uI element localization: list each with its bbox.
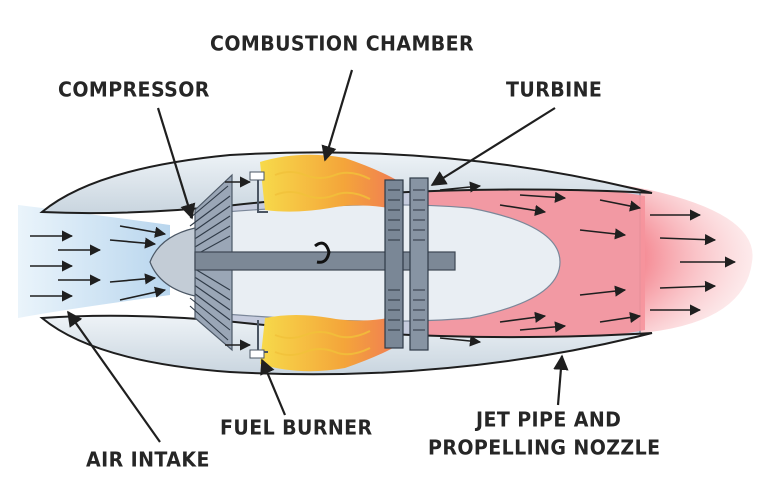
leader-combustion bbox=[321, 69, 354, 162]
leader-compressor bbox=[156, 107, 196, 220]
turbine-blade-lines bbox=[388, 189, 425, 331]
leader-air-intake bbox=[67, 310, 161, 443]
flame-texture bbox=[274, 171, 371, 356]
label-air-intake: AIR INTAKE bbox=[86, 448, 210, 472]
leader-turbine bbox=[430, 107, 556, 186]
intake-air-flow bbox=[18, 205, 170, 318]
fuel-burner-mount-lower bbox=[249, 349, 265, 359]
leader-jet-pipe bbox=[553, 354, 569, 406]
rotation-arrow bbox=[314, 241, 331, 264]
internal-arrows bbox=[225, 176, 547, 351]
label-compressor: COMPRESSOR bbox=[58, 78, 210, 102]
turbine-disc-2 bbox=[409, 177, 429, 351]
leader-lines bbox=[67, 69, 569, 443]
label-fuel-burner: FUEL BURNER bbox=[220, 416, 373, 440]
label-jet-pipe-line1: JET PIPE AND bbox=[476, 408, 622, 432]
fuel-burner-mount-upper bbox=[249, 171, 265, 181]
label-combustion-chamber: COMBUSTION CHAMBER bbox=[210, 32, 475, 56]
combustion-chamber-lower bbox=[260, 315, 400, 372]
intake-arrows bbox=[30, 225, 167, 302]
turbine-disc-1 bbox=[384, 179, 404, 349]
label-jet-pipe-line2: PROPELLING NOZZLE bbox=[428, 436, 661, 460]
exhaust-arrows bbox=[519, 191, 737, 333]
label-turbine: TURBINE bbox=[506, 78, 603, 102]
leader-fuel-burner bbox=[260, 358, 287, 416]
